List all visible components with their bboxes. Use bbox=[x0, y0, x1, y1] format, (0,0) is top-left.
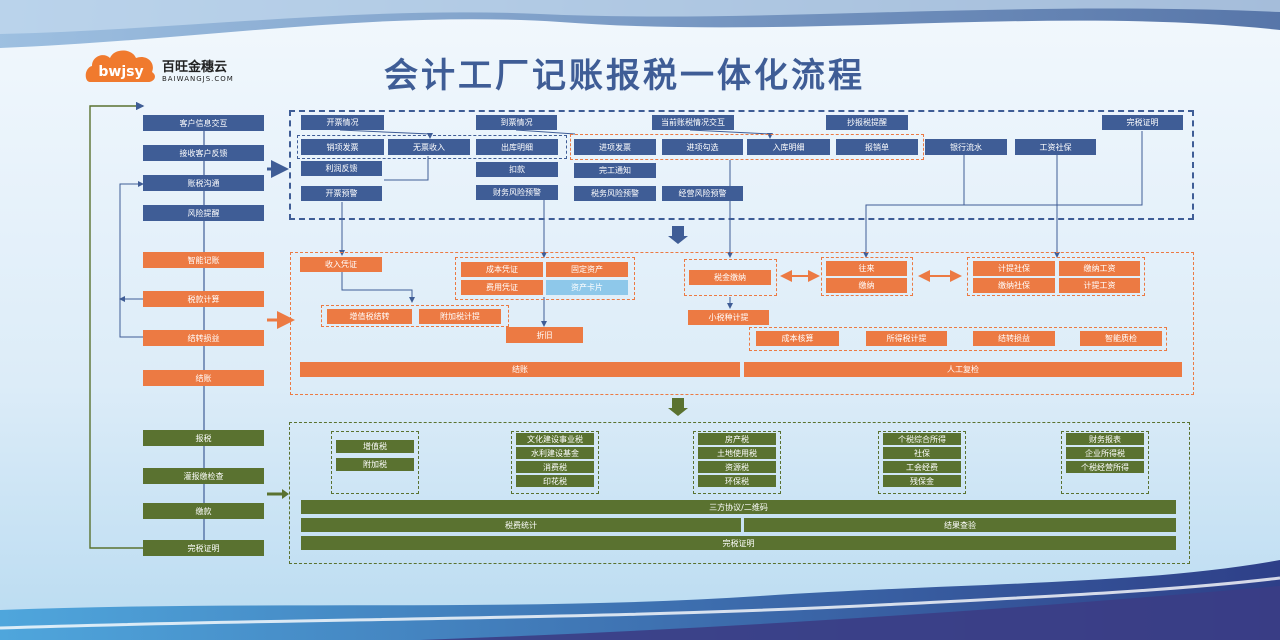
corporate-income-tax: 企业所得税 bbox=[1066, 447, 1144, 459]
bank-statement: 银行流水 bbox=[925, 139, 1007, 155]
manual-review-bar: 人工复检 bbox=[744, 362, 1182, 377]
personal-income-tax: 个税综合所得 bbox=[883, 433, 961, 445]
income-tax-accrual: 所得税计提 bbox=[866, 331, 947, 346]
result-check-bar: 结果查验 bbox=[744, 518, 1176, 532]
tax-reminder: 抄报税提醒 bbox=[826, 115, 908, 130]
social-security: 社保 bbox=[883, 447, 961, 459]
cost-voucher: 成本凭证 bbox=[461, 262, 543, 277]
brand-name: 百旺金穗云 bbox=[162, 60, 228, 75]
section-bookkeeping bbox=[290, 252, 1194, 395]
cost-accounting: 成本核算 bbox=[756, 331, 839, 346]
group-payroll bbox=[967, 257, 1145, 296]
brand-url: BAIWANGJS.COM bbox=[162, 75, 234, 83]
group-tax-payment bbox=[684, 259, 777, 296]
surtax: 附加税 bbox=[336, 458, 414, 471]
step-client-info: 客户信息交互 bbox=[143, 115, 264, 131]
group-property-taxes bbox=[693, 431, 781, 494]
surtax-accrual: 附加税计提 bbox=[419, 309, 501, 324]
invoice-issued: 开票情况 bbox=[301, 115, 384, 130]
vat: 增值税 bbox=[336, 440, 414, 453]
account-status: 当前账税情况交互 bbox=[652, 115, 734, 130]
consumption-tax: 消费税 bbox=[516, 461, 594, 473]
group-vat bbox=[321, 305, 509, 327]
step-closing: 结账 bbox=[143, 370, 264, 386]
culture-fee: 文化建设事业税 bbox=[516, 433, 594, 445]
expense-voucher: 费用凭证 bbox=[461, 280, 543, 295]
pay-salary: 缴纳工资 bbox=[1059, 261, 1140, 276]
brand-logo-text: bwjsy bbox=[98, 64, 143, 80]
deduction: 扣款 bbox=[476, 162, 558, 177]
smart-qc: 智能质检 bbox=[1080, 331, 1162, 346]
depreciation: 折旧 bbox=[506, 327, 583, 343]
fixed-assets: 固定资产 bbox=[546, 262, 628, 277]
tax-statistics-bar: 税费统计 bbox=[301, 518, 741, 532]
environment-tax: 环保税 bbox=[698, 475, 776, 487]
purchase-invoice: 进项发票 bbox=[574, 139, 656, 155]
tax-risk-warning: 税务风险预警 bbox=[574, 186, 656, 201]
group-vouchers bbox=[455, 257, 635, 300]
purchase-select: 进项勾选 bbox=[662, 139, 743, 155]
step-communication: 账税沟通 bbox=[143, 175, 264, 191]
completion-notice: 完工通知 bbox=[574, 163, 656, 178]
step-tax-calc: 税款计算 bbox=[143, 291, 264, 307]
page-title: 会计工厂记账报税一体化流程 bbox=[384, 56, 865, 96]
property-tax: 房产税 bbox=[698, 433, 776, 445]
group-corporate bbox=[1061, 431, 1149, 494]
section-collection bbox=[289, 110, 1194, 220]
step-check: 灌报缴检查 bbox=[143, 468, 264, 484]
minor-tax-accrual: 小税种计提 bbox=[688, 310, 769, 325]
no-invoice-income: 无票收入 bbox=[388, 139, 470, 155]
payroll-social: 工资社保 bbox=[1015, 139, 1096, 155]
accrue-social: 计提社保 bbox=[973, 261, 1055, 276]
tax-certificate-top: 完税证明 bbox=[1102, 115, 1183, 130]
invoice-received: 到票情况 bbox=[476, 115, 557, 130]
union-fee: 工会经费 bbox=[883, 461, 961, 473]
inbound-detail: 入库明细 bbox=[747, 139, 830, 155]
land-tax: 土地使用税 bbox=[698, 447, 776, 459]
group-sales bbox=[297, 135, 567, 159]
expense-claim: 报销单 bbox=[836, 139, 918, 155]
group-accounting bbox=[749, 327, 1167, 351]
group-culture-taxes bbox=[511, 431, 599, 494]
tax-certificate-bar: 完税证明 bbox=[301, 536, 1176, 550]
vat-transfer: 增值税结转 bbox=[327, 309, 412, 324]
resource-tax: 资源税 bbox=[698, 461, 776, 473]
step-risk-reminder: 风险提醒 bbox=[143, 205, 264, 221]
transactions: 往来 bbox=[826, 261, 907, 276]
group-personal-taxes bbox=[878, 431, 966, 494]
step-payment: 缴款 bbox=[143, 503, 264, 519]
step-tax-certificate: 完税证明 bbox=[143, 540, 264, 556]
water-fund: 水利建设基金 bbox=[516, 447, 594, 459]
closing-bar: 结账 bbox=[300, 362, 740, 377]
tax-payment: 税金缴纳 bbox=[689, 270, 771, 285]
stamp-tax: 印花税 bbox=[516, 475, 594, 487]
invoice-warning: 开票预警 bbox=[301, 186, 382, 201]
finance-risk-warning: 财务风险预警 bbox=[476, 185, 558, 200]
accrue-salary: 计提工资 bbox=[1059, 278, 1140, 293]
business-income-tax: 个税经营所得 bbox=[1066, 461, 1144, 473]
brand-logo-icon: bwjsy bbox=[85, 50, 155, 82]
step-tax-filing: 报税 bbox=[143, 430, 264, 446]
group-transactions bbox=[821, 257, 913, 296]
profit-carry-over: 结转损益 bbox=[973, 331, 1055, 346]
pay-social: 缴纳社保 bbox=[973, 278, 1055, 293]
business-risk-warning: 经营风险预警 bbox=[662, 186, 743, 201]
group-purchase bbox=[570, 134, 924, 160]
asset-card: 资产卡片 bbox=[546, 280, 628, 295]
group-vat-taxes bbox=[331, 431, 419, 494]
payment: 缴纳 bbox=[826, 278, 907, 293]
step-carry-over: 结转损益 bbox=[143, 330, 264, 346]
section-filing bbox=[289, 422, 1190, 564]
disability-fund: 残保金 bbox=[883, 475, 961, 487]
outbound-detail: 出库明细 bbox=[476, 139, 558, 155]
sales-invoice: 销项发票 bbox=[301, 139, 384, 155]
step-smart-booking: 智能记账 bbox=[143, 252, 264, 268]
income-voucher: 收入凭证 bbox=[300, 257, 382, 272]
profit-feedback: 利润反馈 bbox=[301, 161, 382, 176]
step-feedback: 接收客户反馈 bbox=[143, 145, 264, 161]
financial-statements: 财务报表 bbox=[1066, 433, 1144, 445]
tripartite-agreement-bar: 三方协议/二维码 bbox=[301, 500, 1176, 514]
